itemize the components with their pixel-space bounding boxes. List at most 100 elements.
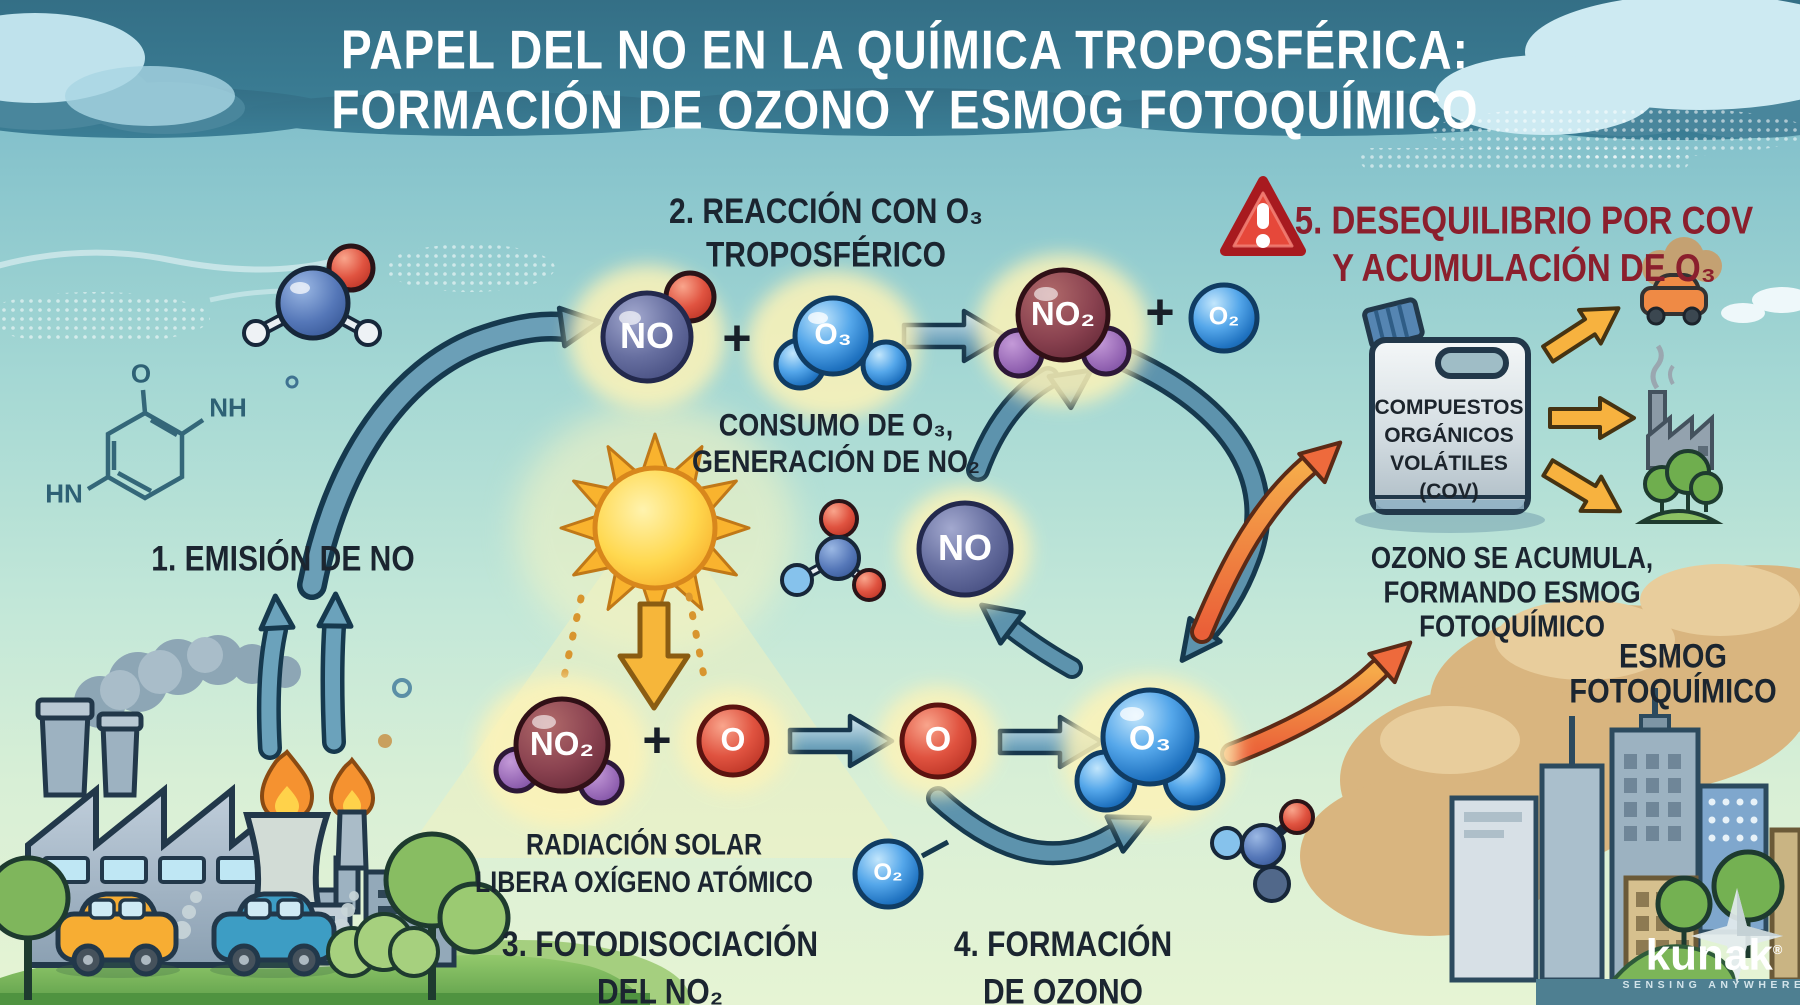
cov-line2: ORGÁNICOS bbox=[1384, 424, 1514, 447]
windows-grid bbox=[1624, 754, 1681, 841]
arrow-o2-to-o3 bbox=[920, 786, 1157, 866]
step5-title: 5. DESEQUILIBRIO POR COV Y ACUMULACIÓN D… bbox=[1295, 197, 1753, 291]
label-O2-s4: O₂ bbox=[873, 859, 903, 886]
orange-car bbox=[55, 891, 180, 978]
title-line2: FORMACIÓN DE OZONO Y ESMOG FOTOQUÍMICO bbox=[331, 79, 1479, 141]
kunak-logo: kunak® bbox=[1646, 927, 1783, 979]
cov-container-label: COMPUESTOS ORGÁNICOS VOLÁTILES (COV) bbox=[1375, 394, 1524, 506]
label-NO-s2: NO bbox=[620, 315, 674, 356]
kunak-star-icon bbox=[1691, 888, 1783, 984]
step3-caption-line2: LIBERA OXÍGENO ATÓMICO bbox=[475, 866, 813, 900]
label-O-s3a: O bbox=[720, 721, 746, 758]
sun-down-arrow bbox=[617, 601, 691, 711]
blue-car bbox=[210, 891, 338, 978]
cov-line1: COMPUESTOS bbox=[1374, 396, 1524, 419]
label-NO-cycle: NO bbox=[938, 527, 992, 568]
sun-icon bbox=[559, 432, 751, 711]
step5-caption-line3: FOTOQUÍMICO bbox=[1419, 608, 1605, 644]
orange-arrow-o3-to-smog bbox=[1220, 626, 1425, 766]
label-O3-s4: O₃ bbox=[1128, 719, 1172, 758]
cov-container bbox=[1355, 297, 1545, 533]
sketch-label-O: O bbox=[130, 358, 152, 389]
step4-label: 4. FORMACIÓN DE OZONO bbox=[954, 922, 1172, 1005]
molecule-NO2-s2 bbox=[993, 267, 1132, 379]
step2-title-line2: TROPOSFÉRICO bbox=[705, 236, 946, 275]
step5-caption: OZONO SE ACUMULA, FORMANDO ESMOG FOTOQUÍ… bbox=[1370, 539, 1654, 644]
emission-swoosh-arrow bbox=[297, 303, 602, 600]
step2-title: 2. REACCIÓN CON O₃ TROPOSFÉRICO bbox=[669, 190, 983, 277]
chem-structure-sketch bbox=[86, 389, 205, 501]
molecule-O-s3b bbox=[899, 702, 977, 780]
plus-sign-s2b: + bbox=[1145, 284, 1175, 340]
step4-label-line2: DE OZONO bbox=[982, 972, 1143, 1005]
page-title: PAPEL DEL NO EN LA QUÍMICA TROPOSFÉRICA:… bbox=[331, 18, 1479, 141]
step3-label: 3. FOTODISOCIACIÓN DEL NO₂ bbox=[502, 922, 818, 1005]
label-NO2-s3: NO₂ bbox=[529, 725, 595, 762]
sun-ray-dashed-left bbox=[559, 594, 585, 686]
cov-arrow-trees bbox=[1535, 448, 1633, 531]
step5-caption-line1: OZONO SE ACUMULA, bbox=[1370, 539, 1654, 576]
molecule-NO-s2 bbox=[600, 270, 717, 384]
cycle-arrow-no2-to-o3 bbox=[1095, 339, 1271, 672]
factory-smoke-icon bbox=[1646, 344, 1714, 470]
kunak-logo-mark: ® bbox=[1772, 942, 1783, 957]
smog-city bbox=[1300, 564, 1800, 1005]
molecule-NO-cycle bbox=[916, 500, 1014, 598]
cycle-arrow-o-to-no bbox=[970, 590, 1083, 679]
city-water-strip bbox=[1536, 979, 1800, 1005]
step3-caption-line1: RADIACIÓN SOLAR bbox=[525, 828, 763, 862]
sketch-label-HN: HN bbox=[45, 478, 83, 509]
label-O2-s2: O₂ bbox=[1208, 302, 1240, 331]
molecule-O2-s4 bbox=[852, 838, 924, 910]
ball-stick-molecule-topleft bbox=[242, 243, 382, 347]
smog-label: ESMOG FOTOQUÍMICO bbox=[1569, 639, 1776, 710]
molecule-O3-s4 bbox=[1074, 687, 1226, 813]
kunak-logo-name: kunak bbox=[1645, 930, 1773, 980]
small-cloud bbox=[1752, 287, 1800, 313]
warning-triangle-icon bbox=[1220, 176, 1306, 256]
cov-line4: (COV) bbox=[1419, 480, 1479, 503]
cov-source-icons bbox=[1634, 237, 1724, 524]
label-NO2-s2: NO₂ bbox=[1030, 295, 1096, 332]
label-O-s3b: O bbox=[924, 720, 952, 759]
factory-smoke bbox=[74, 635, 301, 728]
step5-title-line2: Y ACUMULACIÓN DE O₃ bbox=[1332, 245, 1716, 290]
step5-caption-line2: FORMANDO ESMOG bbox=[1383, 574, 1641, 610]
step2-title-line1: 2. REACCIÓN CON O₃ bbox=[669, 192, 983, 232]
step5-title-line1: 5. DESEQUILIBRIO POR COV bbox=[1294, 198, 1754, 242]
step2-caption-line1: CONSUMO DE O₃, bbox=[718, 407, 954, 443]
ball-stick-molecule-center bbox=[780, 499, 886, 602]
cov-arrow-factory bbox=[1548, 396, 1636, 440]
left-trees bbox=[0, 831, 511, 1000]
emission-up-arrows bbox=[259, 594, 351, 760]
sky-decor bbox=[0, 106, 1800, 748]
molecule-O-s3a bbox=[696, 704, 770, 778]
molecules-art bbox=[242, 243, 1315, 910]
orange-arrow-o3-to-cov bbox=[1190, 426, 1355, 644]
molecule-O3-s2 bbox=[773, 295, 912, 391]
smog-label-line2: FOTOQUÍMICO bbox=[1569, 673, 1777, 711]
molecule-O2-s2 bbox=[1188, 282, 1260, 354]
sun-ray-dashed-right bbox=[685, 592, 709, 686]
step3-caption: RADIACIÓN SOLAR LIBERA OXÍGENO ATÓMICO bbox=[475, 826, 813, 902]
label-O3-s2: O₃ bbox=[814, 318, 852, 351]
title-line1: PAPEL DEL NO EN LA QUÍMICA TROPOSFÉRICA: bbox=[341, 18, 1469, 81]
step1-label: 1. EMISIÓN DE NO bbox=[151, 540, 415, 579]
arrows bbox=[259, 289, 1636, 866]
sketch-label-NH: NH bbox=[209, 392, 247, 423]
cov-line3: VOLÁTILES bbox=[1390, 452, 1508, 475]
molecule-NO2-s3 bbox=[493, 696, 625, 806]
trees-icon bbox=[1634, 449, 1724, 524]
step2-caption-line2: GENERACIÓN DE NO₂ bbox=[691, 443, 981, 479]
step3-label-line1: 3. FOTODISOCIACIÓN bbox=[501, 925, 819, 965]
smog-label-line1: ESMOG bbox=[1619, 637, 1727, 676]
step3-label-line2: DEL NO₂ bbox=[596, 972, 724, 1005]
plus-sign-s2a: + bbox=[722, 310, 752, 366]
step4-label-line1: 4. FORMACIÓN bbox=[953, 925, 1173, 965]
kunak-logo-tagline: SENSING ANYWHERE bbox=[1622, 979, 1800, 991]
ball-stick-molecule-smog bbox=[1210, 799, 1315, 903]
factory-scene bbox=[0, 635, 511, 1000]
step2-caption: CONSUMO DE O₃, GENERACIÓN DE NO₂ bbox=[692, 407, 980, 480]
